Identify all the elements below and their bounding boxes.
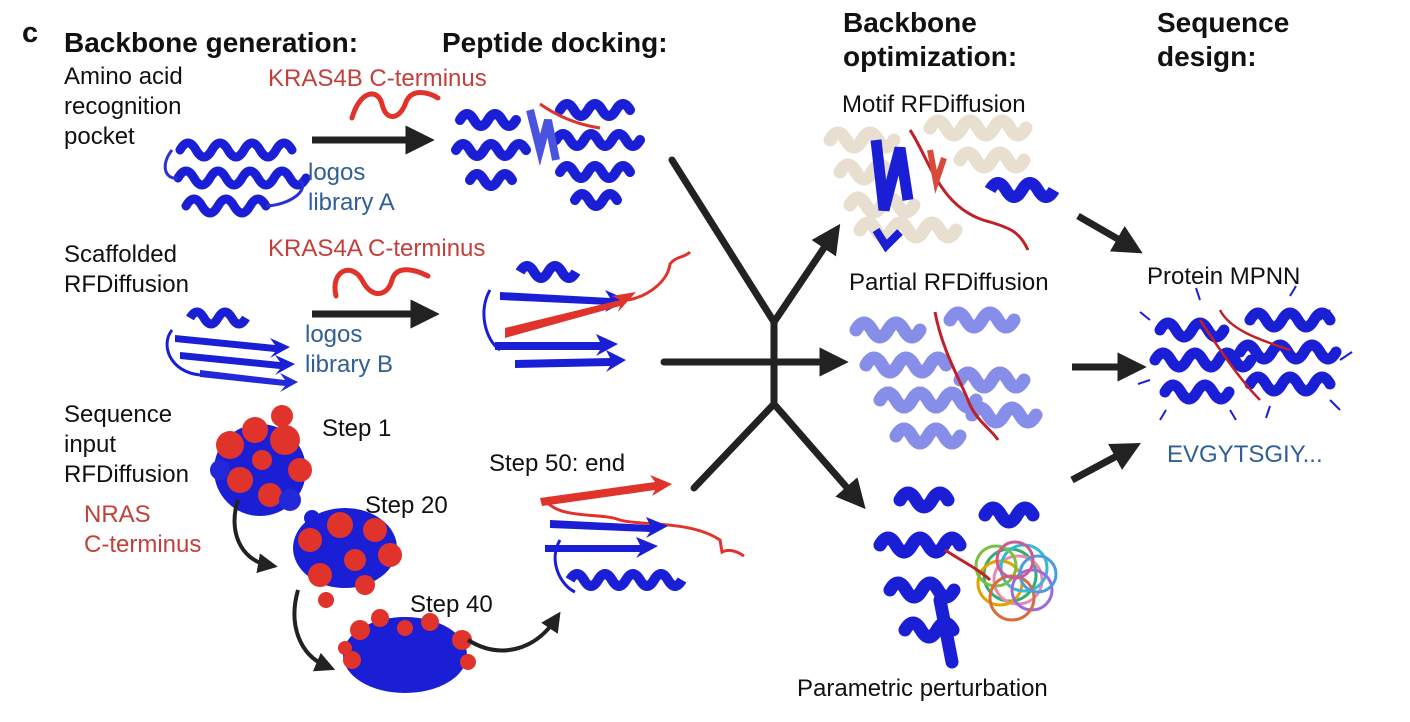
partial-rfdiffusion-image	[849, 306, 1043, 450]
pocket-label-line2: recognition	[64, 93, 181, 120]
header-peptide-docking: Peptide docking:	[442, 27, 668, 58]
parametric-perturbation-label: Parametric perturbation	[797, 675, 1048, 702]
designed-sequence: EVGYTSGIY...	[1167, 441, 1323, 468]
parametric-perturbation-image	[873, 486, 1058, 669]
library-b-line2: library B	[305, 351, 393, 378]
kras4b-peptide-image	[349, 90, 441, 121]
header-backbone-optimization-line1: Backbone	[843, 7, 977, 38]
library-b-line1: logos	[305, 321, 362, 348]
library-a-line2: library A	[308, 189, 395, 216]
arrow-step1-to-step20	[232, 499, 278, 574]
step50-label: Step 50: end	[489, 450, 625, 477]
scaffold-protein-image	[165, 307, 298, 392]
protein-mpnn-label: Protein MPNN	[1147, 263, 1300, 290]
sequence-input-label-line1: Sequence	[64, 401, 172, 428]
pocket-label-line3: pocket	[64, 123, 135, 150]
header-backbone-optimization-line2: optimization:	[843, 41, 1017, 72]
header-sequence-design-line2: design:	[1157, 41, 1257, 72]
scaffolded-label-line2: RFDiffusion	[64, 271, 189, 298]
nras-label-line2: C-terminus	[84, 531, 201, 558]
header-sequence-design-line1: Sequence	[1157, 7, 1289, 38]
arrow-step40-to-end	[466, 611, 561, 653]
protein-mpnn-image	[1137, 285, 1353, 421]
docked-complex-b-image	[482, 250, 692, 372]
arrow-motif-to-mpnn	[1076, 212, 1143, 254]
arrow-step20-to-step40	[292, 589, 336, 672]
arrow-parametric-to-mpnn	[1070, 443, 1141, 484]
docked-complex-a-image	[451, 99, 645, 211]
motif-rfdiffusion-label: Motif RFDiffusion	[842, 91, 1026, 118]
nras-label-line1: NRAS	[84, 501, 151, 528]
kras4a-label: KRAS4A C-terminus	[268, 235, 485, 262]
motif-rfdiffusion-image	[823, 114, 1060, 253]
step40-label: Step 40	[410, 591, 493, 618]
pocket-label-line1: Amino acid	[64, 63, 183, 90]
panel-letter: c	[22, 17, 38, 49]
sequence-input-label-line3: RFDiffusion	[64, 461, 189, 488]
partial-rfdiffusion-label: Partial RFDiffusion	[849, 269, 1049, 296]
branch-arrows	[660, 156, 866, 510]
step20-blob-image	[293, 508, 402, 608]
step1-label: Step 1	[322, 415, 391, 442]
step40-blob-image	[338, 609, 476, 693]
kras4a-peptide-image	[332, 267, 431, 299]
library-a-line1: logos	[308, 159, 365, 186]
scaffolded-label-line1: Scaffolded	[64, 241, 177, 268]
step1-blob-image	[210, 405, 312, 516]
step20-label: Step 20	[365, 492, 448, 519]
kras4b-label: KRAS4B C-terminus	[268, 65, 487, 92]
step50-end-protein-image	[540, 475, 745, 594]
header-backbone-generation: Backbone generation:	[64, 27, 358, 58]
pocket-protein-image	[163, 138, 311, 218]
sequence-input-label-line2: input	[64, 431, 116, 458]
